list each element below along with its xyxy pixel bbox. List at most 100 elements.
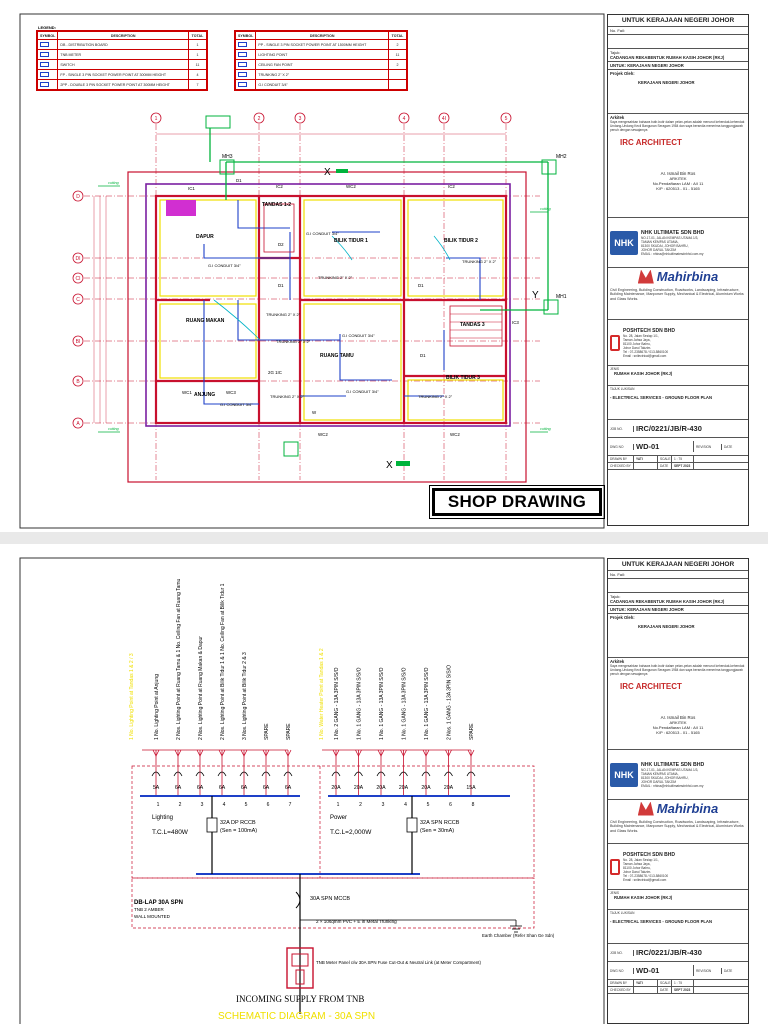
power-num: 8 (472, 802, 475, 808)
stair-fixture (449, 305, 503, 347)
label-trunking-5: TRUNKING 2" X 2" (270, 394, 305, 399)
tb-tajuk: CADANGAN REKABENTUK RUMAH KASIH JOHOR (R… (610, 599, 725, 604)
title-block-1: UNTUK KERAJAAN NEGERI JOHOR No. Fail: Ta… (607, 14, 749, 526)
breaker-icon (354, 771, 363, 777)
legend-desc: DB - DISTRIBUTION BOARD (57, 39, 190, 50)
svg-text:D2: D2 (278, 242, 284, 247)
tb-nhk-addr3: 81300 SKUDAI, JOHOR BAHRU, (641, 775, 689, 780)
grid-bubble-left: CI (72, 272, 84, 284)
tb-architect-title: ARKITEK (669, 176, 687, 181)
tb-posh-addr4: Johor Darul Takzim. (623, 869, 652, 874)
trunking-route (205, 115, 549, 311)
legend-symbol-icon (234, 79, 257, 90)
legend-left: SYMBOL DESCRIPTION TOTAL DB - DISTRIBUTI… (36, 30, 208, 91)
tandas-fixture (263, 203, 295, 253)
power-num: 6 (449, 802, 452, 808)
light-desc: 2 Nos. Lighting Point at Bilik Tidur 1 &… (220, 583, 226, 740)
light-num: 4 (223, 802, 226, 808)
room-ruang-makan: RUANG MAKAN (186, 318, 225, 324)
grid-bubble-left: B (72, 375, 84, 387)
label-trunking-2: TRUNKING 2" X 2" (318, 275, 353, 280)
tb-projek-owner: KERAJAAN NEGERI JOHOR (638, 80, 695, 85)
legend-right: SYMBOL DESCRIPTION TOTAL PP - SINGLE 3 P… (234, 30, 408, 91)
tb-architect-kp: K/P : 620513 - 01 - 5165 (656, 186, 700, 191)
light-desc: 1 No. Lighting Point at Anjung (154, 674, 160, 740)
tb-arkitek-label: Arkitek (610, 659, 625, 664)
manholes (219, 159, 559, 457)
legend-desc: FP - SINGLE 3 PIN SOCKET POWER POINT AT … (57, 69, 190, 80)
legend-symbol-icon (36, 49, 59, 60)
svg-text:cutting: cutting (108, 427, 119, 431)
tb-arkitek-block: Arkitek Saya mengesahkan bahawa butir-bu… (608, 658, 748, 750)
lighting-label: Lighting (152, 815, 173, 821)
grid-bubble-left: A (72, 417, 84, 429)
tb-job-label: JOB NO. (608, 949, 634, 956)
earth-label: Earth Chamber (Refer Shan Ge Sdn) (482, 933, 555, 938)
light-rating: 6A (219, 785, 226, 791)
room-bilik-tidur-1: BILIK TIDUR 1 (334, 238, 368, 244)
label-gi-2: G.I CONDUIT 3/4" (306, 231, 339, 236)
grid-bubble-top: 1 (150, 112, 162, 124)
tb-scale-label: SCALE (660, 980, 672, 986)
legend-row: 2PP - DOUBLE 3 PIN SOCKET POWER POINT AT… (36, 79, 207, 90)
power-desc: 1 No. 1 GANG - 13A 3PIN S/S/O (379, 667, 385, 740)
tb-nhk-name: NHK ULTIMATE SDN BHD (641, 229, 705, 236)
rccb-left-label: 32A DP RCCB (220, 820, 256, 826)
rccb-right-symbol (406, 817, 418, 833)
tb-job-no: IRC/0221/JB/R-430 (636, 948, 702, 957)
tb-jenis-label: JENIS (610, 891, 620, 895)
label-trunking-4: TRUNKING 2" X 2" (276, 339, 311, 344)
shop-drawing-stamp: SHOP DRAWING (429, 485, 605, 519)
tnb-meter-label: TNB Meter Panel c/w 30A SPN Fuse Cut-Out… (316, 960, 481, 965)
legend-row: TRUNKING 2" X 2" (234, 69, 407, 80)
poshtech-logo-icon (610, 334, 620, 351)
tb-nhk-addr1: NO.17-01, JALAN KEMPAS UTAMA 1/3, (641, 235, 699, 240)
breaker-icon (151, 771, 161, 777)
schematic-title: SCHEMATIC DIAGRAM - 30A SPN (218, 1011, 375, 1022)
incoming-label: INCOMING SUPPLY FROM TNB (236, 994, 364, 1004)
power-rating: 20A (354, 785, 364, 791)
tb-untuk: UNTUK: KERAJAAN NEGERI JOHOR (608, 606, 748, 614)
grid-bubble-left: BI (72, 335, 84, 347)
grid-bubble-left-label: CI (76, 276, 81, 282)
legend-symbol-icon (234, 69, 257, 80)
grid-bubble-left-label: B (76, 379, 80, 385)
power-num: 5 (427, 802, 430, 808)
tb-checked-label: CHECKED BY (608, 987, 634, 993)
power-rating: 20A (376, 785, 386, 791)
tb-tajuk-lukisan-block: TAJUK LUKISAN - ELECTRICAL SERVICES - GR… (608, 910, 748, 944)
tb-untuk: UNTUK: KERAJAAN NEGERI JOHOR (608, 62, 748, 70)
legend-desc: LIGHTING POINT (255, 49, 390, 60)
title-block-2: UNTUK KERAJAAN NEGERI JOHOR No. Fail: Ta… (607, 558, 749, 1024)
legend-desc: 2PP - DOUBLE 3 PIN SOCKET POWER POINT AT… (57, 79, 190, 90)
tb-tajuk-block: Tajuk: CADANGAN REKABENTUK RUMAH KASIH J… (608, 593, 748, 606)
run-labels: G.I CONDUIT 3/4" G.I CONDUIT 3/4" TRUNKI… (208, 231, 497, 407)
tb-arkitek-block: Arkitek Saya mengesahkan bahawa butir-bu… (608, 114, 748, 218)
nhk-logo-icon: NHK (610, 762, 638, 787)
schematic-notes: 1 No. Lighting Point at Tandas 1 & 2 / 3… (129, 648, 325, 740)
kitchen-sink (166, 200, 196, 216)
breaker-icon (283, 771, 293, 777)
legend-desc: TRUNKING 2" X 2" (255, 69, 390, 80)
svg-text:D1: D1 (418, 283, 424, 288)
legend-head-desc: DESCRIPTION (57, 31, 190, 40)
grid-bubble-top: 5 (500, 112, 512, 124)
tb-nhk-addr3: 81300 SKUDAI, JOHOR BAHRU, (641, 243, 689, 248)
tb-dwg-no: WD-01 (634, 965, 694, 976)
tb-architect-name: Ar. Ismail Bin Ros (660, 715, 696, 720)
power-num: 1 (337, 802, 340, 808)
grid-bubble-left-label: DI (76, 256, 81, 262)
grid-bubble-top-label: 4I (442, 116, 446, 122)
grid-bubble-top: 4 (398, 112, 410, 124)
tb-no-fail: No. Fail: (608, 571, 748, 579)
legend-symbol-icon (234, 49, 257, 60)
grid-bubble-left-label: A (76, 421, 80, 427)
tb-arkitek-text: Saya mengesahkan bahawa butir-butir dala… (610, 120, 745, 132)
tb-nhk-email: EMAIL : nhkss@nhkultimatesdnbhd.com.my (641, 251, 704, 256)
